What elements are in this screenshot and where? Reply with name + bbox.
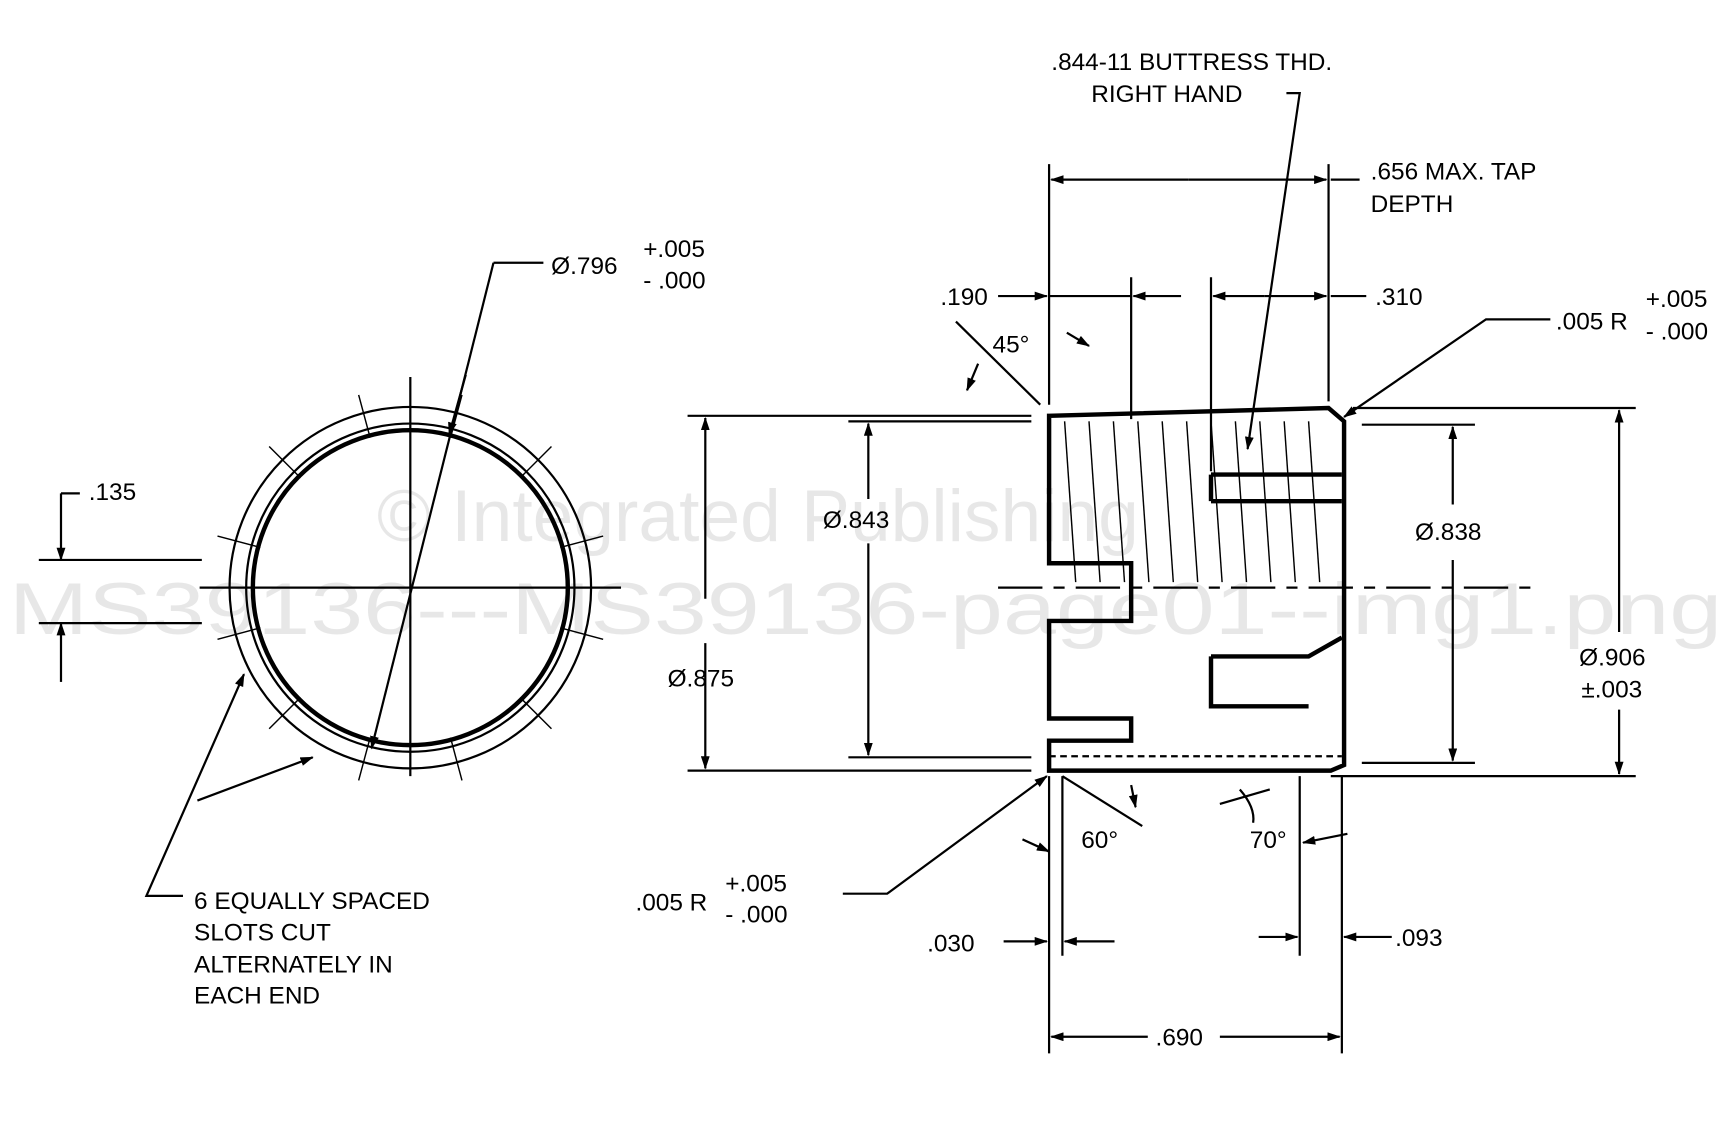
note-line: EACH END bbox=[194, 982, 320, 1009]
radius-top-plus: +.005 bbox=[1646, 286, 1708, 313]
radius-bottom-minus: - .000 bbox=[725, 902, 787, 929]
radius-top-minus: - .000 bbox=[1646, 318, 1708, 345]
dim-030-label: .030 bbox=[927, 930, 974, 957]
tol-plus: +.005 bbox=[643, 236, 705, 263]
watermark-line: MS39136---MS39136-page01--img1.png bbox=[9, 568, 1722, 650]
slot-tick bbox=[268, 696, 302, 730]
dim-093-label: .093 bbox=[1395, 925, 1442, 952]
tap-depth-label: DEPTH bbox=[1371, 191, 1454, 218]
angle-60-ext bbox=[1061, 775, 1143, 827]
angle-60-arrow bbox=[1128, 784, 1138, 809]
angle-70-arrow bbox=[1301, 832, 1348, 845]
thread-line bbox=[1185, 421, 1199, 583]
thread-line bbox=[1063, 421, 1077, 583]
dim-310-label: .310 bbox=[1375, 284, 1422, 311]
angle-45-label: 45° bbox=[993, 332, 1030, 359]
thread-line bbox=[1259, 421, 1272, 583]
note-leader bbox=[144, 673, 245, 898]
thread-line bbox=[1137, 421, 1150, 583]
angle-45-arrow bbox=[966, 363, 980, 392]
slot-ticks bbox=[217, 394, 604, 781]
dim-135-label: .135 bbox=[89, 479, 136, 506]
thread-note: RIGHT HAND bbox=[1091, 81, 1242, 108]
end-view: Ø.796 +.005 - .000 .135 6 EQUALLY SPACED… bbox=[38, 236, 706, 1009]
angle-70-label: 70° bbox=[1250, 827, 1287, 854]
dia-796-leader bbox=[370, 262, 495, 750]
radius-bottom-leader bbox=[842, 775, 1048, 895]
slot-tick bbox=[560, 627, 604, 641]
slot-tick bbox=[519, 696, 552, 730]
thread-line bbox=[1283, 421, 1297, 583]
radius-bottom-plus: +.005 bbox=[725, 870, 787, 897]
slot-tick bbox=[519, 446, 552, 479]
thread-line bbox=[1234, 421, 1248, 583]
slot-tick bbox=[560, 535, 604, 549]
slot-tick bbox=[449, 737, 463, 781]
dim-690-label: .690 bbox=[1156, 1025, 1203, 1052]
dia-843-label: Ø.843 bbox=[823, 507, 889, 534]
slot-tick bbox=[357, 394, 371, 438]
dim-190-label: .190 bbox=[940, 284, 987, 311]
slot-tick bbox=[217, 535, 261, 549]
thread-note-leader bbox=[1244, 92, 1302, 451]
dia-906-tol: ±.003 bbox=[1581, 676, 1642, 703]
note-leader bbox=[197, 756, 314, 802]
thread-line bbox=[1088, 421, 1101, 583]
chamfer-ext bbox=[955, 320, 1041, 406]
dia-906-label: Ø.906 bbox=[1579, 644, 1645, 671]
angle-60-arrow bbox=[1022, 838, 1051, 853]
slot-tick bbox=[268, 446, 302, 479]
thread-line bbox=[1161, 421, 1175, 583]
note-line: ALTERNATELY IN bbox=[194, 951, 393, 978]
lower-slot bbox=[1208, 635, 1343, 709]
angle-45-arrow bbox=[1066, 331, 1090, 347]
radius-top-label: .005 R bbox=[1556, 308, 1628, 335]
slot-tick bbox=[357, 737, 371, 781]
note-line: SLOTS CUT bbox=[194, 919, 331, 946]
angle-60-label: 60° bbox=[1081, 827, 1118, 854]
radius-bottom-label: .005 R bbox=[635, 889, 707, 916]
body-outline bbox=[1046, 405, 1347, 773]
dia-796-label: Ø.796 bbox=[551, 253, 617, 280]
thread-line bbox=[1307, 421, 1321, 583]
thread-line bbox=[1112, 421, 1126, 583]
thread-lines bbox=[1063, 421, 1321, 583]
side-view: .656 MAX. TAP DEPTH .844-11 BUTTRESS THD… bbox=[635, 49, 1708, 1054]
angle-70-arc bbox=[1238, 788, 1255, 823]
tap-depth-label: .656 MAX. TAP bbox=[1371, 159, 1537, 186]
tol-minus: - .000 bbox=[643, 267, 705, 294]
dia-875-label: Ø.875 bbox=[668, 665, 734, 692]
radius-top-leader bbox=[1343, 318, 1551, 418]
watermark-line: © Integrated Publishing bbox=[377, 475, 1139, 557]
slot-tick bbox=[217, 627, 261, 641]
note-line: 6 EQUALLY SPACED bbox=[194, 888, 430, 915]
dia-838-label: Ø.838 bbox=[1415, 519, 1481, 546]
thread-line bbox=[1210, 421, 1223, 583]
dia-796-arrow bbox=[448, 374, 467, 436]
upper-slot bbox=[1208, 472, 1342, 504]
thread-note: .844-11 BUTTRESS THD. bbox=[1051, 49, 1332, 76]
